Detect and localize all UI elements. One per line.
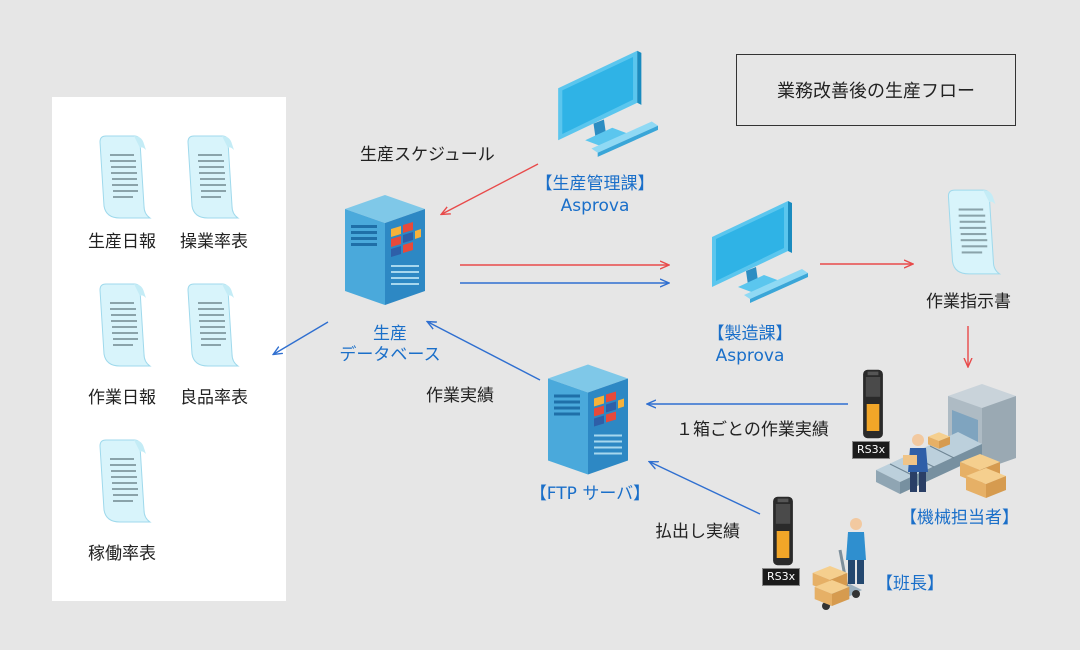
database-label-line1: 生産 <box>373 324 407 344</box>
schedule-arrow <box>442 163 539 214</box>
ftp-server-icon <box>548 364 628 475</box>
production-control-monitor-icon <box>558 50 658 157</box>
handheld-terminal-icon <box>863 369 883 439</box>
report-label: 作業日報 <box>88 388 156 408</box>
database-server-icon <box>345 195 425 305</box>
report-document-icon <box>99 135 151 219</box>
work-results-label: 作業実績 <box>426 386 494 406</box>
shipment-results-arrow <box>650 462 761 515</box>
manufacturing-monitor-icon <box>712 201 808 303</box>
production-control-system-label: Asprova <box>560 196 630 216</box>
db-to-reports-arrow <box>274 321 329 354</box>
database-label-line2: データベース <box>339 345 441 365</box>
team-leader-label: 【班長】 <box>876 574 944 594</box>
report-label: 生産日報 <box>88 232 156 252</box>
schedule-label: 生産スケジュール <box>360 145 495 165</box>
production-control-label: 【生産管理課】 <box>535 174 655 194</box>
manufacturing-system-label: Asprova <box>715 346 785 366</box>
shipment-results-label: 払出し実績 <box>655 522 740 542</box>
ftp-server-label: 【FTP サーバ】 <box>529 484 651 504</box>
handheld-terminal-icon <box>773 496 793 566</box>
work-order-label: 作業指示書 <box>926 292 1011 312</box>
device-model-badge: RS3x <box>852 441 891 459</box>
per-box-results-label: １箱ごとの作業実績 <box>676 420 829 440</box>
report-document-icon <box>99 439 151 523</box>
conveyor-machine-icon <box>876 384 1016 494</box>
report-document-icon <box>187 135 239 219</box>
report-label: 稼働率表 <box>88 544 156 564</box>
machine-operator-label: 【機械担当者】 <box>900 508 1019 528</box>
diagram-title: 業務改善後の生産フロー <box>736 54 1016 126</box>
report-label: 操業率表 <box>180 232 248 252</box>
report-label: 良品率表 <box>180 388 248 408</box>
report-panel <box>52 97 286 601</box>
ftp-to-db-arrow <box>428 322 541 381</box>
work-order-document-icon <box>947 189 1001 275</box>
operator-person-icon <box>903 434 928 492</box>
report-document-icon <box>99 283 151 367</box>
report-document-icon <box>187 283 239 367</box>
manufacturing-label: 【製造課】 <box>707 324 793 344</box>
device-model-badge: RS3x <box>762 568 801 586</box>
